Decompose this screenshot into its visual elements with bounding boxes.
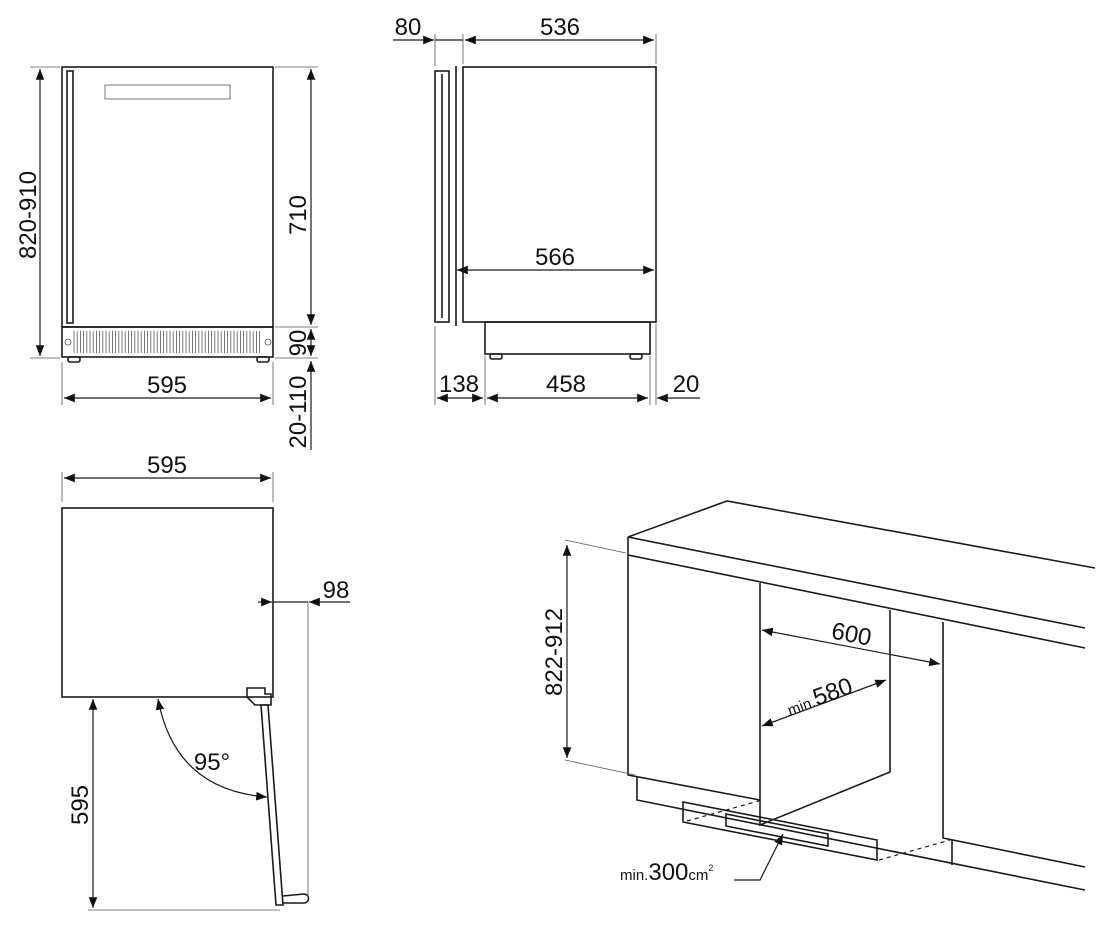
left-plinth [636,777,1086,891]
label-niche-width: 600 [829,618,873,652]
label-feet-height: 20-110 [285,376,312,449]
right-cabinet [942,622,1086,868]
screw [264,338,272,346]
label-door-swing: 595 [67,785,94,825]
vent-slot [725,813,829,847]
control-display [104,84,231,100]
label-plinth-height: 90 [285,330,312,357]
open-door [260,704,284,906]
foot [256,356,270,363]
angle-arc [155,698,268,801]
vent-grille [682,801,878,861]
plinth-grille [61,326,274,358]
cabinet-side [462,66,657,323]
door-handle [66,70,74,324]
screw [64,338,72,346]
label-plan-width: 595 [147,452,187,479]
foot [67,356,81,363]
side-view: 80 536 566 138 458 20 [393,14,700,405]
label-total-height: 820-910 [15,171,42,259]
label-vent-area: min.300cm2 [620,859,713,886]
label-niche-height: 822-912 [541,608,568,696]
plinth-side [484,321,651,355]
label-door-to-plinth: 138 [439,371,479,398]
left-cabinet [627,555,761,801]
countertop-top [627,500,1096,569]
installation-view: 822-912 600 min.580 min.300cm2 [541,500,1096,891]
door-handle-plan [282,893,310,904]
hinge [246,687,272,706]
label-niche-depth: min.580 [783,673,857,722]
label-door-clearance: 98 [323,577,350,604]
plan-view: 595 98 595 95° [61,452,350,911]
label-body-depth: 536 [540,14,580,41]
label-front-width: 595 [147,372,187,399]
vent-slots [73,331,261,353]
front-view: 820-910 710 90 20-110 595 [15,66,318,450]
appliance-door [61,66,274,328]
label-door-offset: 80 [395,14,422,41]
cabinet-top [61,507,274,698]
niche [759,583,891,827]
label-rear-gap: 20 [673,371,700,398]
door-side [434,70,450,323]
label-plinth-depth: 458 [546,371,586,398]
label-body-height: 710 [285,195,312,235]
label-opening-angle: 95° [194,749,230,776]
label-total-depth: 566 [535,244,575,271]
